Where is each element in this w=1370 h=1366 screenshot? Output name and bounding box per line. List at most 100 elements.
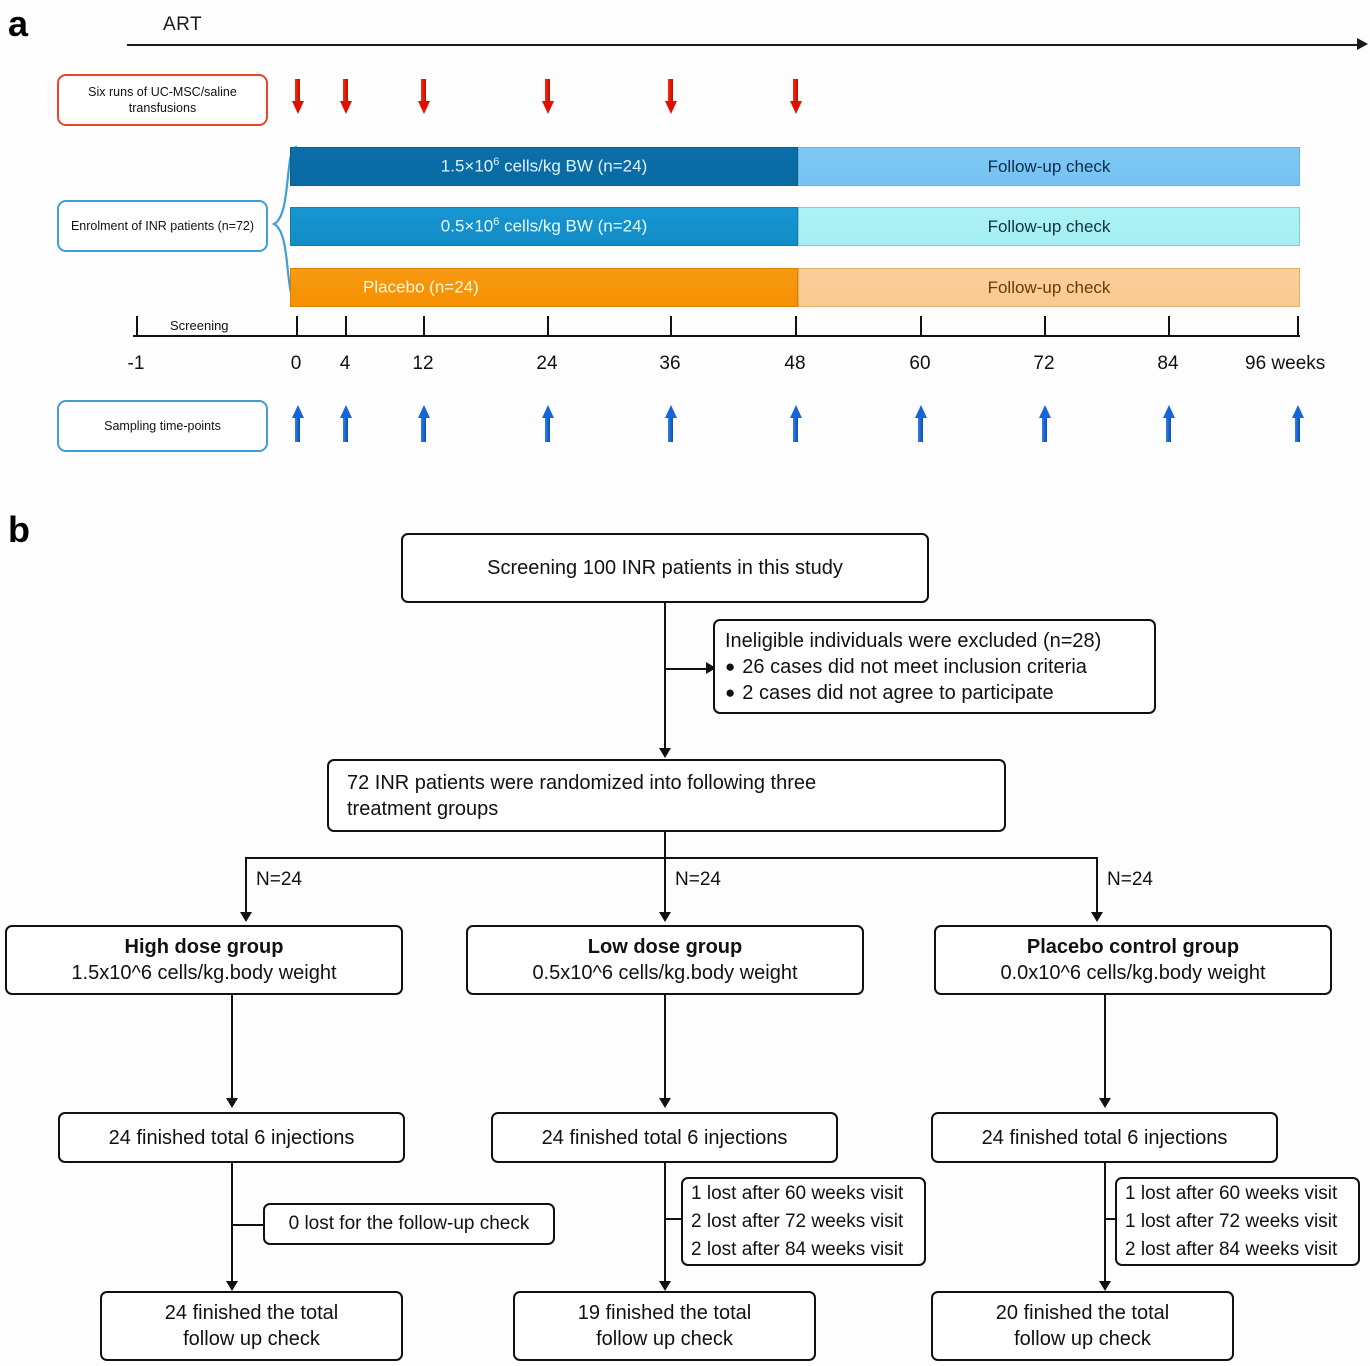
group-placebo-dose: 0.0x10^6 cells/kg.body weight [1000, 962, 1266, 984]
axis-tick-84 [1168, 316, 1170, 335]
bar-low-dose-exponent: 6 [493, 216, 500, 229]
flow-screening-text: Screening 100 INR patients in this study [487, 557, 843, 579]
bar-placebo-treatment: Placebo (n=24) [290, 268, 798, 307]
lost-placebo-item-2: 1 lost after 72 weeks visit [1125, 1210, 1338, 1232]
flow-connector-high-to-injections [231, 995, 233, 1103]
transfusion-arrow-week-48 [790, 79, 802, 114]
bar-high-dose-followup: Follow-up check [798, 147, 1300, 186]
bullet-icon: ● [725, 656, 736, 676]
axis-label-72: 72 [1033, 353, 1055, 374]
bar-high-dose-prefix: 1.5×10 [440, 156, 494, 176]
axis-tick-72 [1044, 316, 1046, 335]
transfusion-arrow-week-36 [665, 79, 677, 114]
sampling-legend-label: Sampling time-points [104, 419, 221, 433]
transfusion-legend-line2: transfusions [128, 101, 197, 115]
transfusion-legend-box: Six runs of UC-MSC/saline transfusions [57, 74, 268, 126]
flow-excluded-title: Ineligible individuals were excluded (n=… [725, 629, 1102, 652]
bar-high-dose-suffix: cells/kg BW (n=24) [499, 156, 648, 176]
group-high-title: High dose group [124, 936, 284, 958]
lost-placebo-item-3: 2 lost after 84 weeks visit [1125, 1238, 1338, 1260]
flow-box-lost-low: 1 lost after 60 weeks visit 2 lost after… [681, 1177, 926, 1266]
flow-arrow-to-random-icon [659, 748, 671, 758]
axis-label-12: 12 [412, 353, 434, 374]
final-low-line1: 19 finished the total [577, 1302, 752, 1324]
enrolment-legend-box: Enrolment of INR patients (n=72) [57, 200, 268, 252]
bar-low-dose-followup: Follow-up check [798, 207, 1300, 246]
bar-high-dose-followup-label: Follow-up check [987, 156, 1111, 176]
group-placebo-title: Placebo control group [1026, 936, 1240, 958]
flow-box-excluded: Ineligible individuals were excluded (n=… [713, 619, 1156, 714]
axis-tick-60 [920, 316, 922, 335]
flow-arrow-high-injections-icon [226, 1098, 238, 1108]
bar-low-dose-treatment: 0.5×106 cells/kg BW (n=24) [290, 207, 798, 246]
flow-box-group-placebo: Placebo control group 0.0x10^6 cells/kg.… [934, 925, 1332, 995]
flow-connector-screening-to-random [664, 603, 666, 752]
flow-connector-split-bar [245, 857, 1098, 859]
bar-low-dose-followup-label: Follow-up check [987, 216, 1111, 236]
lost-low-item-2: 2 lost after 72 weeks visit [691, 1210, 904, 1232]
transfusion-arrow-week-4 [340, 79, 352, 114]
lost-low-item-1: 1 lost after 60 weeks visit [691, 1182, 904, 1204]
flow-randomized-line2: treatment groups [347, 797, 499, 820]
flow-arrow-placebo-final-icon [1099, 1281, 1111, 1291]
flow-box-lost-high: 0 lost for the follow-up check [263, 1203, 555, 1245]
sampling-legend-box: Sampling time-points [57, 400, 268, 452]
bar-placebo-prefix: Placebo (n=24) [363, 277, 479, 297]
sampling-arrow-week-48 [790, 405, 802, 442]
final-placebo-line1: 20 finished the total [995, 1302, 1170, 1324]
axis-tick-12 [423, 316, 425, 335]
sampling-arrow-week-96 [1292, 405, 1304, 442]
axis-tick-24 [547, 316, 549, 335]
bar-placebo-followup: Follow-up check [798, 268, 1300, 307]
flow-connector-placebo-to-injections [1104, 995, 1106, 1103]
flow-connector-low-to-final [664, 1163, 666, 1285]
transfusion-legend-line1: Six runs of UC-MSC/saline [88, 85, 237, 99]
axis-label-84: 84 [1157, 353, 1179, 374]
arm-count-low: N=24 [675, 869, 721, 890]
final-low-line2: follow up check [596, 1328, 733, 1350]
art-arrow-icon [1357, 38, 1368, 50]
group-low-title: Low dose group [587, 936, 743, 958]
flow-box-injections-placebo: 24 finished total 6 injections [931, 1112, 1278, 1163]
flow-connector-arm-low [664, 857, 666, 916]
group-high-dose: 1.5x10^6 cells/kg.body weight [71, 962, 337, 984]
bar-high-dose-exponent: 6 [493, 156, 500, 169]
bullet-icon: ● [725, 682, 736, 702]
axis-tick-96 [1297, 316, 1299, 335]
enrolment-brace-icon [271, 145, 298, 303]
injections-high-text: 24 finished total 6 injections [108, 1126, 355, 1149]
lost-low-item-3: 2 lost after 84 weeks visit [691, 1238, 904, 1260]
axis-label-36: 36 [659, 353, 681, 374]
sampling-arrow-week-36 [665, 405, 677, 442]
enrolment-legend-line1: Enrolment of INR patients [70, 219, 215, 233]
lost-high-item-1: 0 lost for the follow-up check [288, 1213, 530, 1234]
flow-connector-placebo-to-final [1104, 1163, 1106, 1285]
sampling-arrow-week-84 [1163, 405, 1175, 442]
sampling-arrow-week-60 [915, 405, 927, 442]
bar-low-dose-prefix: 0.5×10 [440, 216, 494, 236]
flow-box-final-low: 19 finished the total follow up check [513, 1291, 816, 1361]
flow-connector-high-to-lost [231, 1224, 264, 1226]
bar-low-dose-suffix: cells/kg BW (n=24) [499, 216, 648, 236]
lost-placebo-item-1: 1 lost after 60 weeks visit [1125, 1182, 1338, 1204]
flow-box-injections-low: 24 finished total 6 injections [491, 1112, 838, 1163]
sampling-arrow-week-72 [1039, 405, 1051, 442]
axis-label-0: 0 [290, 353, 302, 374]
flow-arrow-arm-placebo-icon [1091, 912, 1103, 922]
flow-randomized-line1: 72 INR patients were randomized into fol… [347, 771, 817, 794]
axis-label-24: 24 [536, 353, 558, 374]
flow-arrow-placebo-injections-icon [1099, 1098, 1111, 1108]
flow-box-final-high: 24 finished the total follow up check [100, 1291, 403, 1361]
final-high-line2: follow up check [183, 1328, 320, 1350]
flow-box-randomized: 72 INR patients were randomized into fol… [327, 759, 1006, 832]
panel-b-letter: b [8, 509, 30, 550]
enrolment-legend-line2: (n=72) [217, 219, 255, 233]
flow-connector-arm-placebo [1096, 857, 1098, 916]
flow-connector-low-to-injections [664, 995, 666, 1103]
flow-excluded-item-1-row: ● 26 cases did not meet inclusion criter… [725, 654, 1087, 680]
sampling-arrow-week-4 [340, 405, 352, 442]
axis-tick-48 [795, 316, 797, 335]
flow-arrow-arm-low-icon [659, 912, 671, 922]
flow-connector-placebo-to-lost [1104, 1218, 1115, 1220]
